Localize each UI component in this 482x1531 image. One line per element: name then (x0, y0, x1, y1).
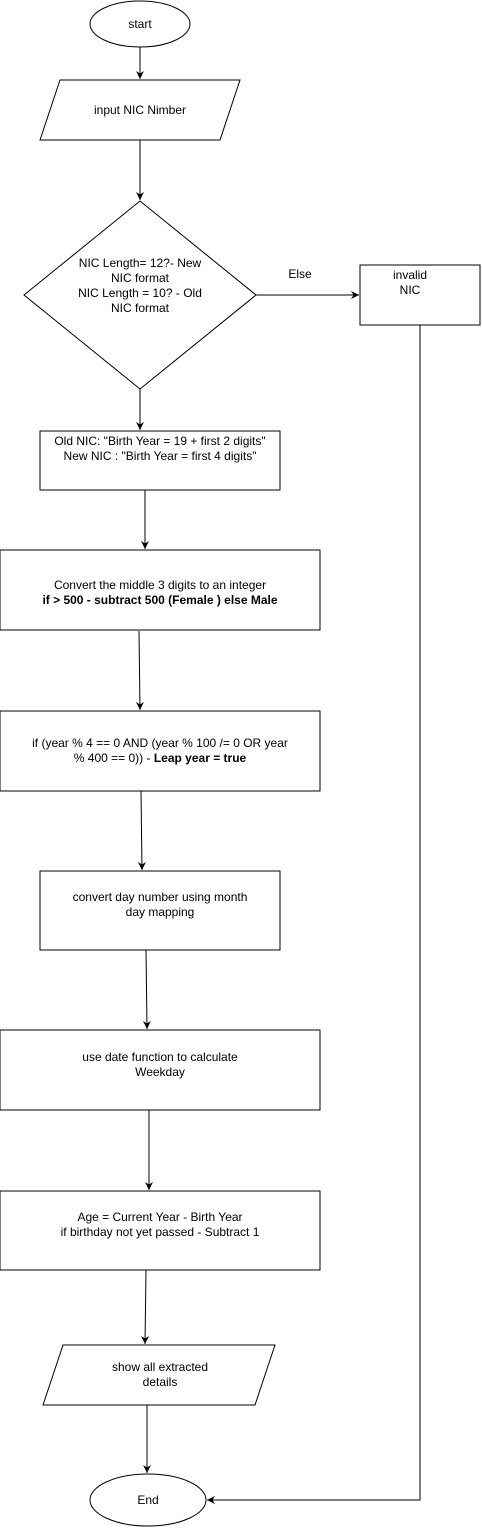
input-label: input NIC Nimber (93, 102, 187, 117)
start-label: start (128, 16, 152, 31)
birth-year-node (39, 430, 281, 491)
output-label: show all extracted details (111, 1360, 209, 1389)
day-mapping-node (39, 870, 281, 951)
gender-label: Convert the middle 3 digits to an intege… (42, 578, 278, 607)
else-branch-label: Else (288, 266, 312, 281)
arrow-age-to-output (141, 1269, 150, 1345)
arrow-day-mapping-to-weekday (142, 949, 151, 1030)
day-mapping-label: convert day number using month day mappi… (72, 890, 248, 919)
invalid-nic-label: invalid NIC (392, 268, 428, 297)
age-label: Age = Current Year - Birth Year if birth… (60, 1210, 260, 1239)
arrow-leap-year-to-day-mapping (137, 790, 146, 871)
input-node (39, 79, 241, 141)
birth-year-label: Old NIC: "Birth Year = 19 + first 2 digi… (54, 434, 266, 463)
weekday-label: use date function to calculate Weekday (82, 1050, 238, 1079)
end-node (89, 1473, 207, 1527)
age-node (0, 1190, 321, 1271)
arrow-gender-to-leap-year (135, 630, 144, 711)
leap-year-label: if (year % 4 == 0 AND (year % 100 /= 0 O… (32, 736, 288, 765)
gender-node (0, 549, 321, 631)
decision-label: NIC Length= 12?- New NIC format NIC Leng… (78, 256, 202, 315)
end-label: End (137, 1492, 159, 1507)
weekday-node (0, 1029, 321, 1111)
output-node (42, 1344, 276, 1406)
leap-year-node (0, 710, 321, 792)
arrow-invalid-to-end (207, 325, 421, 1504)
